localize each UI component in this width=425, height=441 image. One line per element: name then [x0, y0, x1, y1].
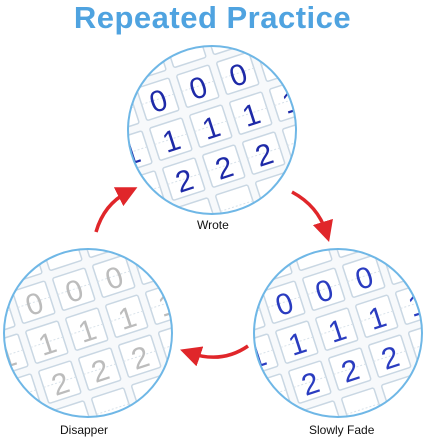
cell-guide-line	[267, 296, 301, 308]
cell-guide-line	[280, 336, 314, 348]
tracing-cell	[329, 249, 373, 258]
cell-guide-line	[97, 270, 131, 283]
cell-guide-line	[85, 231, 117, 242]
cell-guide-line	[43, 376, 77, 388]
curved-arrow-icon	[180, 344, 249, 367]
cell-guide-line	[96, 403, 130, 415]
tracing-cell	[261, 413, 305, 417]
tracing-cell	[11, 413, 55, 417]
cell-guide-line	[176, 378, 208, 389]
tracing-cell	[83, 51, 126, 94]
cell-guide-line	[293, 376, 327, 388]
cell-guide-line	[360, 310, 394, 322]
stage-label-slowly-fade: Slowly Fade	[309, 423, 375, 437]
cell-guide-line	[300, 175, 332, 186]
tracing-cell	[170, 361, 172, 405]
tracing-cell	[203, 46, 247, 55]
stage-label-wrote: Wrote	[197, 218, 229, 232]
tracing-cell	[294, 158, 296, 202]
cell-guide-line	[70, 323, 104, 335]
cell-guide-line	[373, 350, 407, 362]
cell-guide-line	[209, 28, 241, 39]
cell-guide-line	[207, 160, 241, 172]
tracing-cell	[369, 202, 412, 245]
cell-guide-line	[17, 430, 49, 441]
cell-guide-line	[167, 173, 201, 185]
curved-arrow-icon	[94, 187, 138, 233]
cell-guide-line	[110, 310, 144, 322]
cell-guide-line	[307, 283, 341, 295]
tracing-cell	[243, 0, 286, 42]
tracing-cell	[119, 202, 162, 245]
cell-guide-line	[333, 363, 367, 375]
cell-guide-line	[30, 336, 64, 348]
page-title: Repeated Practice	[73, 0, 352, 35]
cell-guide-line	[137, 257, 170, 270]
curved-arrow-icon	[291, 190, 333, 243]
tracing-cell	[209, 254, 252, 297]
cell-guide-line	[163, 337, 172, 349]
cell-guide-line	[125, 218, 157, 229]
cell-guide-line	[346, 403, 380, 415]
cell-guide-line	[261, 54, 294, 67]
cell-guide-line	[375, 218, 407, 229]
cell-guide-line	[220, 200, 254, 212]
tracing-cell	[0, 254, 2, 297]
tracing-cell	[135, 210, 179, 214]
cell-guide-line	[215, 270, 247, 281]
cell-guide-line	[320, 323, 354, 335]
cell-guide-line	[4, 256, 38, 269]
cell-guide-line	[267, 430, 299, 441]
cell-guide-line	[123, 350, 157, 362]
cell-guide-line	[154, 133, 188, 145]
cell-guide-line	[335, 231, 367, 242]
tracing-cell	[420, 361, 422, 405]
cell-guide-line	[83, 363, 117, 375]
cell-guide-line	[247, 147, 281, 159]
cell-guide-line	[57, 283, 91, 295]
cell-guide-line	[194, 120, 228, 132]
cell-guide-line	[347, 270, 381, 283]
cell-guide-line	[17, 296, 51, 308]
cell-guide-line	[387, 257, 420, 270]
cell-guide-line	[221, 67, 255, 80]
tracing-cell	[79, 249, 123, 258]
cell-guide-line	[89, 67, 121, 78]
cell-guide-line	[413, 337, 422, 349]
cell-guide-line	[128, 53, 162, 66]
cell-guide-line	[141, 93, 175, 105]
cell-guide-line	[254, 256, 288, 269]
cell-guide-line	[181, 80, 215, 92]
stage-label-disappear: Disapper	[60, 423, 109, 437]
cell-guide-line	[141, 227, 173, 238]
cell-guide-line	[234, 107, 268, 119]
cell-guide-line	[249, 15, 281, 26]
cell-guide-line	[287, 134, 296, 146]
